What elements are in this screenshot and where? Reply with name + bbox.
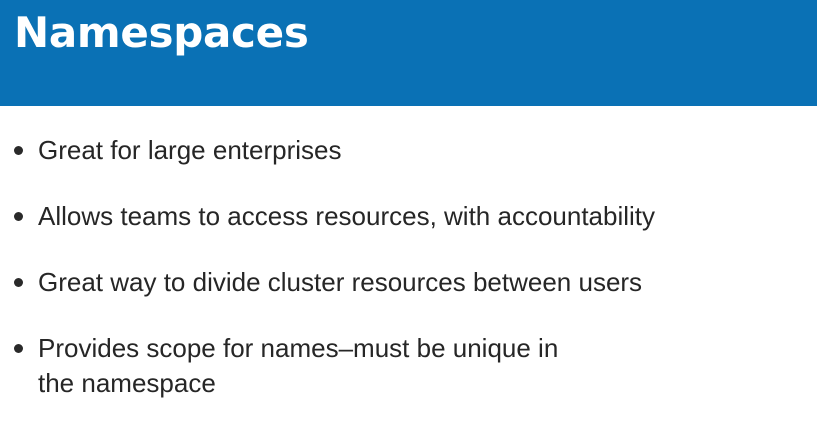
bullet-text: Allows teams to access resources, with a… [38, 201, 656, 231]
bullet-point-icon [14, 344, 23, 353]
slide-title: Namespaces [14, 8, 309, 57]
bullet-point-icon [14, 146, 23, 155]
title-banner: Namespaces [0, 0, 817, 106]
bullet-text: Great way to divide cluster resources be… [38, 267, 643, 297]
bullet-point-icon [14, 212, 23, 221]
bullet-point-icon [14, 278, 23, 287]
bullet-text: Provides scope for names–must be unique … [38, 333, 559, 398]
bullet-text: Great for large enterprises [38, 135, 342, 165]
